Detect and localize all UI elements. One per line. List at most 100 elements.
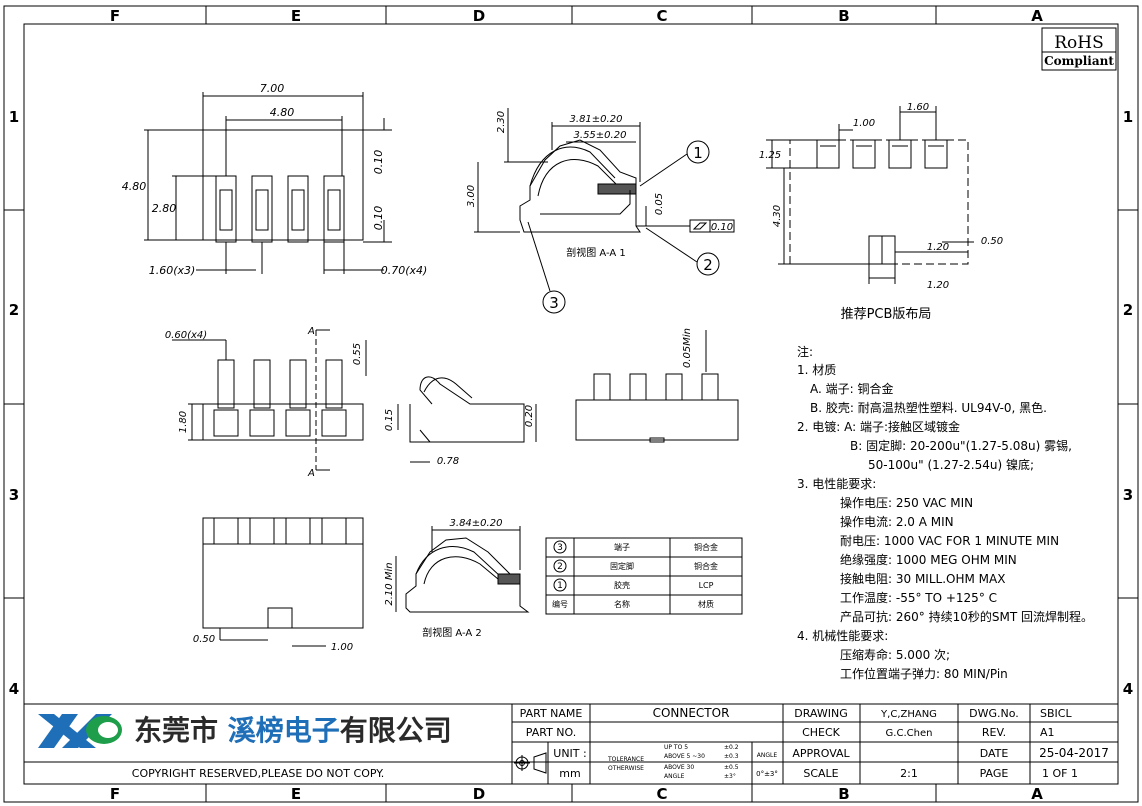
dim-gap: 0.50: [193, 634, 215, 645]
bottom-view-dims: 0.50 1.00: [193, 634, 353, 653]
row-label: 1: [1123, 108, 1133, 126]
section-a1-view: [474, 108, 735, 233]
part-name-value: CONNECTOR: [653, 706, 730, 720]
rohs-title: RoHS: [1054, 33, 1104, 53]
dim-top-gap: 0.10: [372, 150, 385, 175]
title-block: [24, 703, 1118, 784]
bom-row-3: 3 端子 铜合金: [553, 540, 718, 554]
dim-min: 2.10 Min: [384, 562, 395, 605]
row-label: 4: [9, 680, 19, 698]
dim-total-width: 7.00: [260, 82, 285, 95]
note-line: A. 端子: 铜合金: [810, 381, 894, 396]
note-line: 耐电压: 1000 VAC FOR 1 MINUTE MIN: [840, 534, 1059, 548]
otherwise-label: OTHERWISE: [608, 765, 644, 772]
bom-header-material: 材质: [698, 599, 714, 609]
company-logo: [38, 714, 122, 748]
angle-value: 0°±3°: [756, 770, 778, 778]
bom-name: 端子: [614, 542, 630, 552]
dim-foot: 0.78: [437, 456, 459, 467]
tol-range: ABOVE 30: [664, 764, 694, 771]
dim-peg-h: 1.20: [927, 280, 949, 291]
unit-label: UNIT :: [553, 747, 586, 760]
side-view-dims: 0.15 0.20 0.78: [384, 405, 535, 467]
bom-name: 胶壳: [614, 580, 630, 590]
dim-inner-width: 4.80: [270, 106, 295, 119]
tol-value: ±0.3: [724, 753, 739, 760]
dim-pitch: 1.60(x3): [149, 264, 196, 277]
bom-no: 3: [557, 543, 563, 553]
dim-pin-width: 0.70(x4): [381, 264, 428, 277]
dim-pad-h: 1.25: [759, 150, 781, 161]
row-label: 3: [1123, 486, 1133, 504]
title-block-text: PART NAME CONNECTOR PART NO. UNIT : mm T…: [514, 706, 1109, 780]
check-label: CHECK: [802, 726, 841, 739]
row-label: 2: [9, 301, 19, 319]
dim-outer: 3.84±0.20: [450, 518, 503, 529]
col-label: E: [291, 785, 301, 803]
bom-table-text: 3 端子 铜合金 2 固定脚 铜合金 1 胶壳 LCP 编号 名称 材质: [552, 540, 718, 609]
bom-material: LCP: [699, 581, 714, 590]
company-name-text: 东莞市: [134, 714, 218, 747]
section-label-top: A: [307, 326, 315, 337]
tol-range: UP TO 5: [664, 744, 688, 751]
projection-symbol-icon: [514, 752, 547, 774]
tol-range: ANGLE: [664, 773, 685, 780]
section-a1-dims: 3.81±0.20 3.55±0.20 2.30 3.00 0.05 0.10: [466, 111, 733, 233]
rev-label: REV.: [982, 726, 1006, 739]
note-line: 产品可抗: 260° 持续10秒的SMT 回流焊制程。: [840, 609, 1093, 624]
tol-value: ±3°: [724, 773, 736, 780]
note-line: 2. 电镀: A: 端子:接触区域镀金: [797, 419, 960, 434]
rev-value: A1: [1040, 726, 1055, 739]
note-line: B. 胶壳: 耐高温热塑性塑料. UL94V-0, 黑色.: [810, 400, 1047, 415]
callout-2: 2: [703, 256, 713, 274]
scale-label: SCALE: [803, 767, 838, 780]
bom-row-2: 2 固定脚 铜合金: [553, 559, 718, 573]
note-line: 工作位置端子弹力: 80 MIN/Pin: [840, 666, 1008, 681]
drawing-by: Y,C,ZHANG: [880, 709, 937, 720]
company-name-highlight: 溪榜电子: [228, 714, 340, 747]
scale-value: 2:1: [900, 767, 918, 780]
front-view-dims: 7.00 4.80 4.80 2.80 0.10 0.10 1.60(x3) 0…: [122, 82, 428, 277]
drawing-frame: [3, 5, 1139, 803]
rohs-mark: RoHS Compliant: [1041, 27, 1117, 71]
bom-material: 铜合金: [694, 542, 718, 552]
note-line: 操作电流: 2.0 A MIN: [840, 514, 954, 529]
rear-view: [575, 330, 739, 443]
approval-label: APPROVAL: [792, 747, 850, 760]
dim-top: 2.30: [496, 111, 507, 133]
note-line: B: 固定脚: 20-200u"(1.27-5.08u) 雾锡,: [850, 438, 1072, 453]
note-line: 工作温度: -55° TO +125° C: [840, 590, 997, 605]
dwg-no-label: DWG.No.: [969, 707, 1019, 720]
dim-peg-w: 1.20: [927, 242, 949, 253]
col-label: B: [838, 7, 849, 25]
callout-3: 3: [549, 294, 559, 312]
bottom-view: [202, 517, 364, 647]
note-line: 4. 机械性能要求:: [797, 628, 888, 643]
tol-range: ABOVE 5 ~30: [664, 753, 705, 760]
dim-pitch: 1.60: [907, 102, 929, 113]
tol-value: ±0.5: [724, 764, 739, 771]
bom-header-no: 编号: [552, 599, 568, 609]
drawing-label: DRAWING: [794, 707, 847, 720]
company-name-tail: 有限公司: [340, 714, 452, 747]
col-label: E: [291, 7, 301, 25]
dim-depth: 1.80: [178, 411, 189, 433]
pcb-layout-dims: 1.60 1.00 1.25 4.30 1.20 0.50 1.20: [759, 102, 1003, 291]
dim-len: 1.00: [331, 642, 353, 653]
bom-header-name: 名称: [614, 599, 630, 609]
page-label: PAGE: [980, 767, 1009, 780]
front-view: [144, 92, 392, 274]
frame-labels: F E D C B A F E D C B A 1 2 3 4 1 2 3 4: [9, 7, 1133, 803]
section-a1-callout-labels: 1 2 3: [549, 144, 713, 312]
dim-peg-gap: 0.50: [981, 236, 1003, 247]
col-label: A: [1031, 785, 1043, 803]
note-line: 操作电压: 250 VAC MIN: [840, 495, 973, 510]
note-line: 绝缘强度: 1000 MEG OHM MIN: [840, 552, 1017, 567]
angle-label: ANGLE: [757, 752, 778, 759]
col-label: F: [110, 7, 120, 25]
col-label: B: [838, 785, 849, 803]
col-label: F: [110, 785, 120, 803]
notes-title: 注:: [797, 344, 813, 359]
date-label: DATE: [980, 747, 1009, 760]
